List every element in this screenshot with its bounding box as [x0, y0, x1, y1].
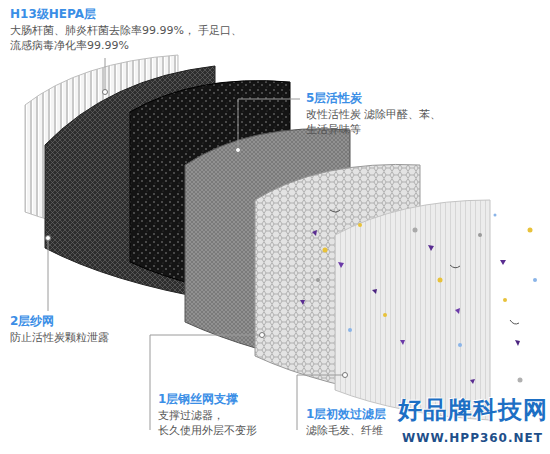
part-name: 1层初效过滤层: [306, 406, 386, 423]
prefilter-layer: [335, 200, 490, 420]
part-note: 滤除毛发、纤维: [306, 423, 383, 438]
part-name: 1层钢丝网支撑: [158, 391, 238, 408]
part-note: 支撑过滤器， 长久使用外层不变形: [158, 408, 278, 439]
part-name: H13级HEPA层: [10, 6, 96, 23]
part-note: 改性活性炭 滤除甲醛、苯、生活异味等: [306, 107, 456, 138]
watermark: WWW.HPP360.NET: [402, 430, 543, 447]
part-name: 2层纱网: [10, 313, 54, 330]
part-note: 大肠杆菌、肺炎杆菌去除率99.99%， 手足口、流感病毒净化率99.99%: [10, 23, 250, 54]
dust-particles: [300, 210, 537, 384]
part-name: 5层活性炭: [306, 90, 362, 107]
watermark: 好品牌科技网: [398, 394, 548, 428]
part-note: 防止活性炭颗粒泄露: [10, 330, 109, 345]
leader-lines: [48, 58, 345, 430]
